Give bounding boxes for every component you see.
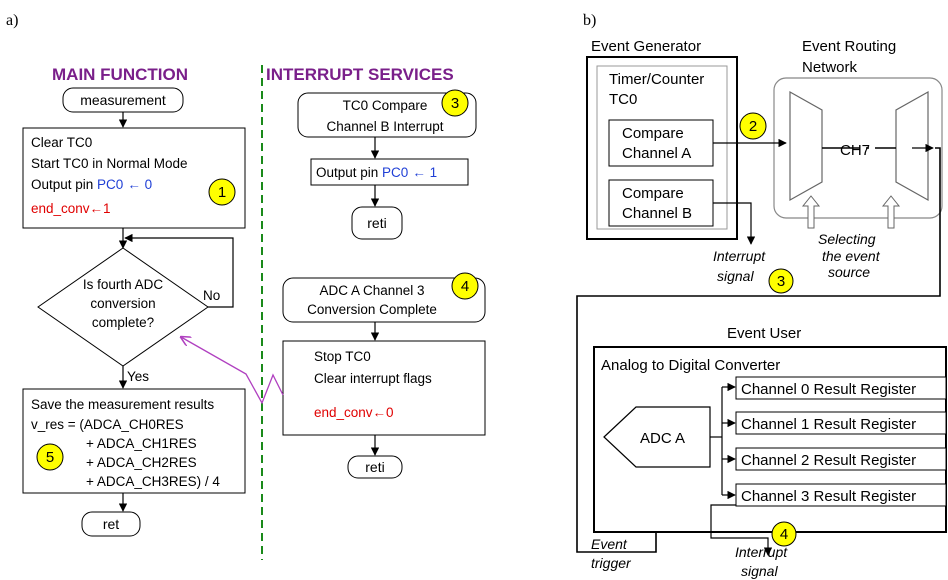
- interrupt-zigzag-arrow: [181, 337, 284, 405]
- isr1-title-2: Channel B Interrupt: [326, 119, 443, 134]
- save-line-5: + ADCA_CH3RES) / 4: [86, 474, 220, 489]
- no-label: No: [203, 288, 220, 303]
- isr1-reti-label: reti: [367, 215, 386, 231]
- register-box-3: [735, 483, 947, 507]
- badge-3: [441, 89, 469, 117]
- save-line-1: Save the measurement results: [31, 397, 214, 412]
- badge-3-label: 3: [451, 95, 459, 112]
- isr2-title-1: ADC A Channel 3: [319, 283, 424, 298]
- ret-terminal: [81, 511, 141, 537]
- select-arrow-left: [801, 195, 821, 229]
- ret-label: ret: [103, 516, 119, 532]
- yes-label: Yes: [127, 369, 149, 384]
- timer-label-2: TC0: [609, 91, 637, 108]
- event-trigger-label-2: trigger: [591, 555, 632, 571]
- interrupt-b-label-1: Interrupt: [713, 248, 766, 264]
- interrupt-services-heading: INTERRUPT SERVICES: [266, 65, 454, 84]
- register-label-2: Channel 2 Result Register: [741, 452, 916, 469]
- init-line-3: Output pin PC0← 0: [31, 177, 152, 192]
- isr1-output-line: Output pin PC0← 1: [316, 165, 437, 180]
- isr2-reti-label: reti: [365, 459, 384, 475]
- event-generator-label: Event Generator: [591, 38, 701, 55]
- init-line-2: Start TC0 in Normal Mode: [31, 156, 188, 171]
- compare-channel-b-box: [608, 179, 714, 227]
- isr2-line-2: Clear interrupt flags: [314, 371, 432, 386]
- isr2-line-3: end_conv←0: [314, 405, 394, 420]
- event-trigger-label-1: Event: [591, 536, 628, 552]
- register-box-1: [735, 411, 947, 435]
- register-label-0: Channel 0 Result Register: [741, 381, 916, 398]
- routing-label-1: Event Routing: [802, 38, 896, 55]
- isr1-title-1: TC0 Compare: [343, 98, 428, 113]
- main-function-heading: MAIN FUNCTION: [52, 65, 188, 84]
- mux-left: [789, 90, 823, 202]
- compare-b-label-2: Channel B: [622, 205, 692, 222]
- badge-5-label: 5: [46, 449, 54, 466]
- badge-2: [739, 112, 767, 140]
- isr1-terminal: [297, 92, 477, 138]
- event-user-label: Event User: [727, 325, 801, 342]
- badge-3-b-label: 3: [777, 273, 785, 290]
- timer-label-1: Timer/Counter: [609, 71, 704, 88]
- panel-a-label: a): [6, 12, 18, 29]
- save-line-3: + ADCA_CH1RES: [86, 436, 197, 451]
- decision-line-3: complete?: [92, 315, 154, 330]
- register-box-2: [735, 447, 947, 471]
- panel-b-label: b): [583, 12, 596, 29]
- compare-channel-a-box: [608, 119, 714, 167]
- register-label-3: Channel 3 Result Register: [741, 488, 916, 505]
- isr1-reti-terminal: [351, 206, 403, 240]
- arrow-channel-b-interrupt: [713, 202, 756, 245]
- interrupt-ch3-label-2: signal: [741, 563, 778, 579]
- event-route-line: [576, 147, 941, 553]
- selecting-label-3: source: [828, 264, 870, 280]
- badge-2-label: 2: [749, 118, 757, 135]
- badge-1-label: 1: [218, 184, 226, 201]
- isr2-line-1: Stop TC0: [314, 349, 371, 364]
- badge-4-a: [451, 272, 479, 300]
- ch7-label: CH7: [840, 142, 870, 159]
- isr2-title-2: Conversion Complete: [307, 302, 437, 317]
- routing-label-2: Network: [802, 59, 858, 76]
- badge-4-b-label: 4: [780, 526, 788, 543]
- isr2-process-box: [282, 340, 486, 436]
- measurement-label: measurement: [80, 92, 166, 108]
- badge-4-b: [771, 521, 797, 547]
- save-line-4: + ADCA_CH2RES: [86, 455, 197, 470]
- init-line-4: end_conv←1: [31, 201, 111, 216]
- interrupt-ch3-label-1: Interrupt: [735, 544, 788, 560]
- decision-line-1: Is fourth ADC: [83, 277, 164, 292]
- compare-a-label-2: Channel A: [622, 145, 691, 162]
- compare-b-label-1: Compare: [622, 185, 684, 202]
- badge-1: [208, 178, 236, 206]
- isr2-reti-terminal: [347, 455, 403, 479]
- badge-3-b: [768, 268, 794, 294]
- adc-a-label: ADC A: [640, 430, 685, 447]
- decision-line-2: conversion: [90, 296, 155, 311]
- save-line-2: v_res = (ADCA_CH0RES: [31, 417, 184, 432]
- selecting-label-2: the event: [822, 248, 881, 264]
- compare-a-label-1: Compare: [622, 125, 684, 142]
- init-line-1: Clear TC0: [31, 135, 92, 150]
- mux-right: [895, 90, 929, 202]
- badge-4-a-label: 4: [461, 278, 469, 295]
- save-results-box: [22, 388, 246, 494]
- select-arrow-right: [881, 195, 901, 229]
- register-box-0: [735, 376, 947, 400]
- selecting-label-1: Selecting: [818, 231, 876, 247]
- register-label-1: Channel 1 Result Register: [741, 416, 916, 433]
- interrupt-b-label-2: signal: [717, 268, 754, 284]
- badge-5: [36, 443, 64, 471]
- isr1-output-box: [310, 158, 469, 186]
- adc-title: Analog to Digital Converter: [601, 357, 780, 374]
- isr2-terminal: [282, 277, 486, 323]
- arrow-ch3-interrupt: [710, 504, 773, 556]
- no-loop-arrow: [124, 233, 234, 308]
- init-process-box: [22, 127, 246, 229]
